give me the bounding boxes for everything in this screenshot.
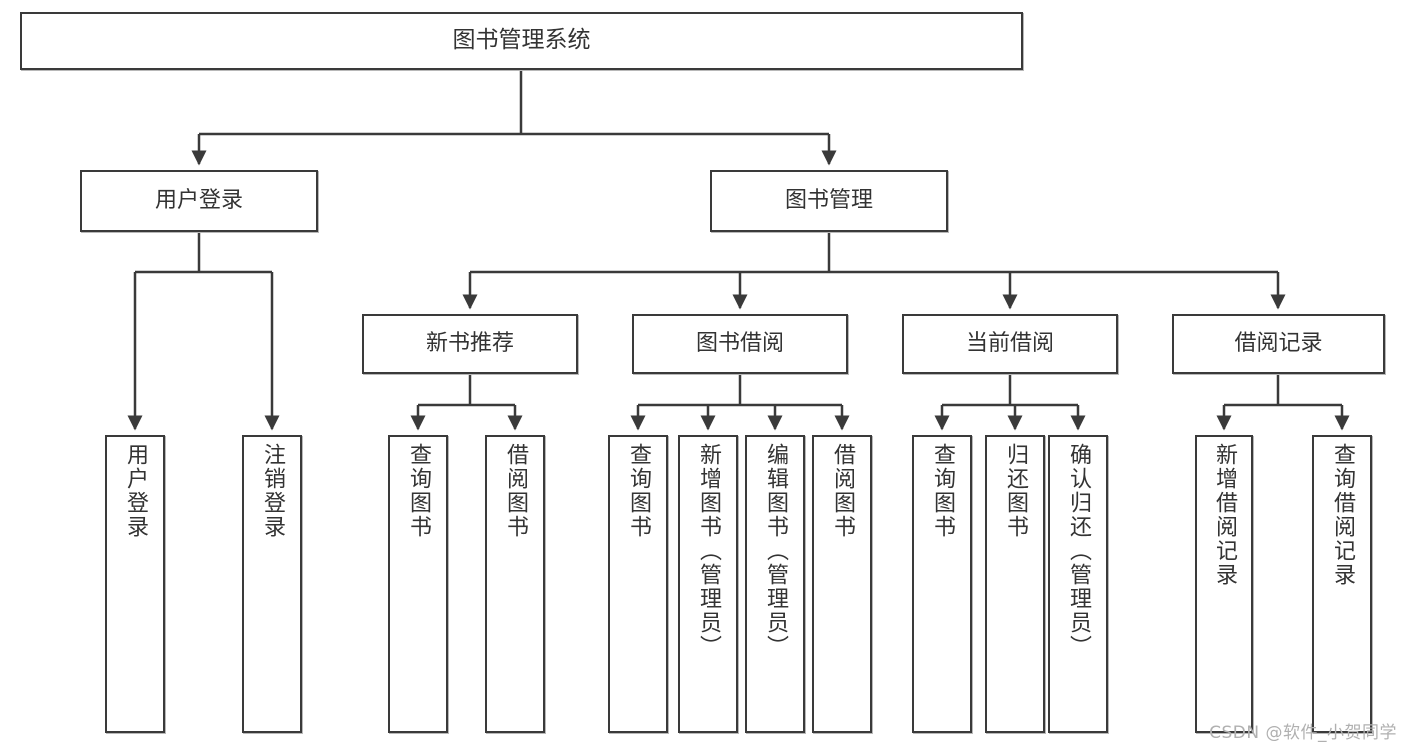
leaf-borrow-borrow-book[interactable]: 借阅图书 [812, 435, 872, 733]
leaf-label: 注销登录 [260, 443, 285, 539]
leaf-label: 借阅图书 [503, 443, 528, 539]
leaf-borrow-query-book[interactable]: 查询图书 [608, 435, 668, 733]
leaf-label: 查询借阅记录 [1330, 443, 1355, 587]
leaf-record-add-record[interactable]: 新增借阅记录 [1195, 435, 1253, 733]
node-book-management-label: 图书管理 [784, 188, 873, 214]
node-new-book-recommend-label: 新书推荐 [425, 331, 514, 357]
leaf-user-login-login[interactable]: 用户登录 [105, 435, 165, 733]
leaf-label: 查询图书 [626, 443, 651, 539]
leaf-label: 查询图书 [406, 443, 431, 539]
node-book-borrow-label: 图书借阅 [695, 331, 784, 357]
node-root[interactable]: 图书管理系统 [20, 12, 1023, 70]
leaf-borrow-add-book-admin[interactable]: 新增图书（管理员） [678, 435, 738, 733]
leaf-label: 查询图书 [930, 443, 955, 539]
node-borrow-record-label: 借阅记录 [1234, 331, 1323, 357]
node-root-label: 图书管理系统 [452, 27, 591, 54]
csdn-watermark: CSDN @软件_小贺同学 [1209, 723, 1397, 743]
leaf-new-book-borrow[interactable]: 借阅图书 [485, 435, 545, 733]
node-user-login-label: 用户登录 [154, 188, 243, 214]
leaf-user-login-logout[interactable]: 注销登录 [242, 435, 302, 733]
node-current-borrow-label: 当前借阅 [965, 331, 1054, 357]
node-book-borrow[interactable]: 图书借阅 [632, 314, 848, 374]
node-new-book-recommend[interactable]: 新书推荐 [362, 314, 578, 374]
leaf-borrow-edit-book-admin[interactable]: 编辑图书（管理员） [745, 435, 805, 733]
leaf-label: 新增图书（管理员） [696, 443, 721, 659]
leaf-current-confirm-return-admin[interactable]: 确认归还（管理员） [1048, 435, 1108, 733]
leaf-label: 确认归还（管理员） [1066, 443, 1091, 659]
node-book-management[interactable]: 图书管理 [710, 170, 948, 232]
node-current-borrow[interactable]: 当前借阅 [902, 314, 1118, 374]
leaf-label: 用户登录 [123, 443, 148, 539]
leaf-new-book-query[interactable]: 查询图书 [388, 435, 448, 733]
leaf-current-return-book[interactable]: 归还图书 [985, 435, 1045, 733]
leaf-label: 新增借阅记录 [1212, 443, 1237, 587]
node-borrow-record[interactable]: 借阅记录 [1172, 314, 1385, 374]
leaf-record-query-record[interactable]: 查询借阅记录 [1312, 435, 1372, 733]
leaf-label: 借阅图书 [830, 443, 855, 539]
leaf-current-query-book[interactable]: 查询图书 [912, 435, 972, 733]
leaf-label: 归还图书 [1003, 443, 1028, 539]
leaf-label: 编辑图书（管理员） [763, 443, 788, 659]
node-user-login[interactable]: 用户登录 [80, 170, 318, 232]
